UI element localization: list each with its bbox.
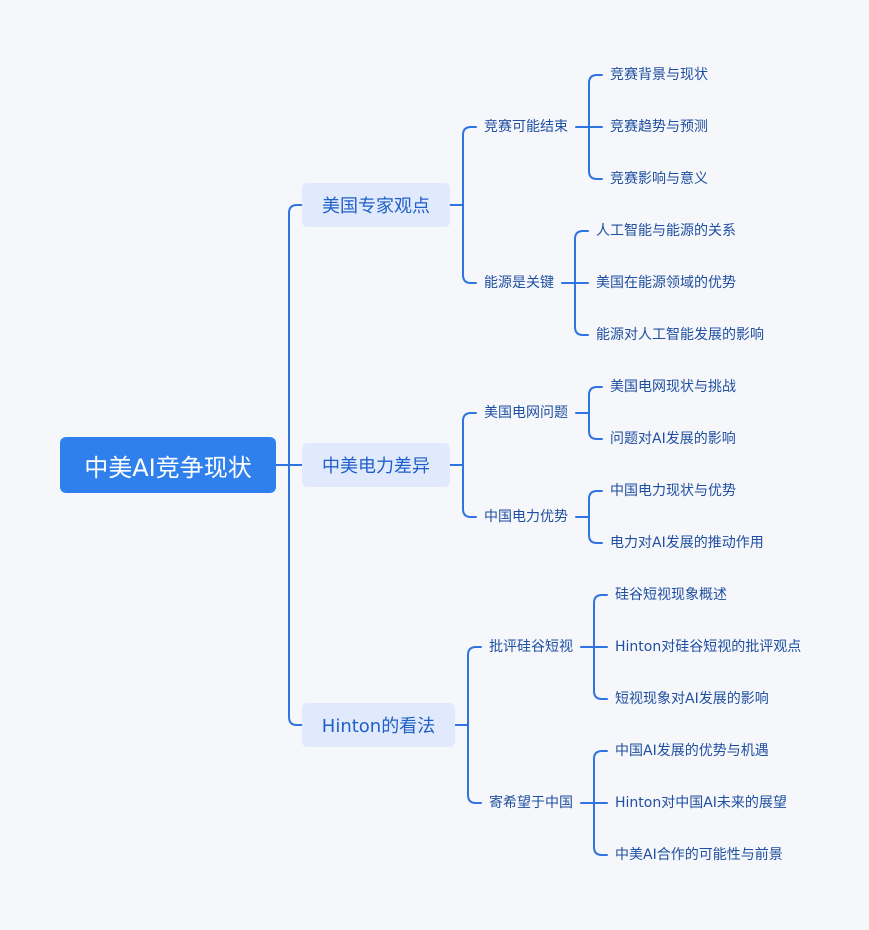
branch-hinton-view[interactable]: Hinton的看法 xyxy=(302,703,455,747)
branch-power-difference[interactable]: 中美电力差异 xyxy=(302,443,450,487)
leaf-item[interactable]: 电力对AI发展的推动作用 xyxy=(610,535,764,551)
sub-china-power-connector-branch xyxy=(588,516,603,544)
subtopic-us-grid-issues[interactable]: 美国电网问题 xyxy=(484,405,568,421)
subtopic-hope-in-china[interactable]: 寄希望于中国 xyxy=(489,795,573,811)
leaf-item[interactable]: 硅谷短视现象概述 xyxy=(615,587,727,603)
leaf-item[interactable]: 能源对人工智能发展的影响 xyxy=(596,327,764,343)
sub-race-connector-branch xyxy=(588,74,603,128)
sub-grid-connector-branch xyxy=(588,412,603,440)
sub-valley-connector-branch xyxy=(593,646,608,700)
leaf-item[interactable]: Hinton对硅谷短视的批评观点 xyxy=(615,639,802,655)
branch2-connector-branch xyxy=(462,412,477,466)
root-connector-branch xyxy=(288,464,303,726)
subtopic-energy-key[interactable]: 能源是关键 xyxy=(484,275,554,291)
leaf-item[interactable]: 竞赛背景与现状 xyxy=(610,67,708,83)
leaf-item[interactable]: Hinton对中国AI未来的展望 xyxy=(615,795,787,811)
branch3-connector-branch xyxy=(467,724,482,804)
sub-hope-connector-branch xyxy=(593,802,608,856)
sub-grid-connector-branch xyxy=(588,386,603,414)
root-topic[interactable]: 中美AI竞争现状 xyxy=(60,437,276,493)
leaf-item[interactable]: 人工智能与能源的关系 xyxy=(596,223,736,239)
root-connector-branch xyxy=(288,204,303,466)
leaf-item[interactable]: 中国AI发展的优势与机遇 xyxy=(615,743,769,759)
branch3-connector-branch xyxy=(467,646,482,726)
leaf-item[interactable]: 中美AI合作的可能性与前景 xyxy=(615,847,783,863)
subtopic-china-power-advantage[interactable]: 中国电力优势 xyxy=(484,509,568,525)
sub-hope-connector-branch xyxy=(593,750,608,804)
sub-energy-connector-branch xyxy=(574,230,589,284)
subtopic-race-may-end[interactable]: 竞赛可能结束 xyxy=(484,119,568,135)
leaf-item[interactable]: 美国在能源领域的优势 xyxy=(596,275,736,291)
branch-us-experts[interactable]: 美国专家观点 xyxy=(302,183,450,227)
branch2-connector-branch xyxy=(462,464,477,518)
leaf-item[interactable]: 美国电网现状与挑战 xyxy=(610,379,736,395)
sub-energy-connector-branch xyxy=(574,282,589,336)
subtopic-criticize-silicon-valley[interactable]: 批评硅谷短视 xyxy=(489,639,573,655)
leaf-item[interactable]: 问题对AI发展的影响 xyxy=(610,431,736,447)
branch1-connector-branch xyxy=(462,204,477,284)
sub-valley-connector-branch xyxy=(593,594,608,648)
leaf-item[interactable]: 竞赛影响与意义 xyxy=(610,171,708,187)
branch1-connector-branch xyxy=(462,126,477,206)
leaf-item[interactable]: 竞赛趋势与预测 xyxy=(610,119,708,135)
leaf-item[interactable]: 短视现象对AI发展的影响 xyxy=(615,691,769,707)
sub-china-power-connector-branch xyxy=(588,490,603,518)
sub-race-connector-branch xyxy=(588,126,603,180)
leaf-item[interactable]: 中国电力现状与优势 xyxy=(610,483,736,499)
